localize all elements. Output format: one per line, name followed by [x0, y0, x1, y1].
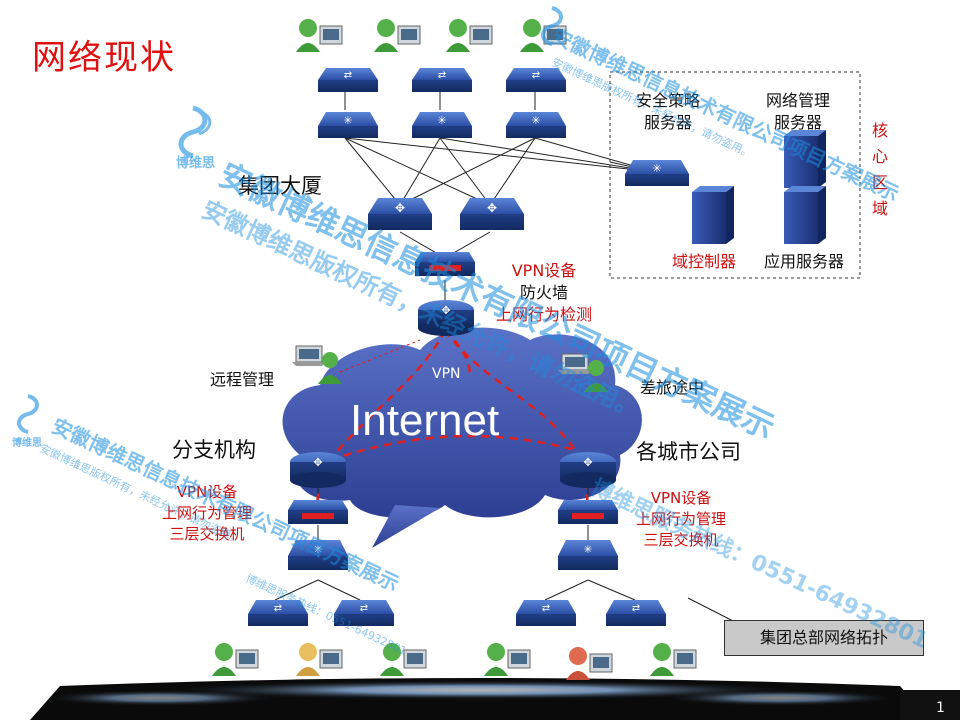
page-number: 1	[936, 700, 945, 716]
city-access-switch: ⇄	[516, 600, 576, 626]
link-lines	[274, 90, 736, 623]
city-layer3-switch: ✳	[558, 540, 618, 570]
branch-user-workstation	[212, 643, 259, 676]
aggregation-router: ✥	[460, 198, 524, 230]
remote-label: 远程管理	[210, 370, 275, 389]
svg-text:✳: ✳	[437, 114, 446, 127]
watermark-logo-text: 博维思	[12, 438, 42, 449]
travel-label: 差旅途中	[640, 378, 705, 397]
city-user-workstation	[566, 647, 613, 680]
vpn-label: VPN	[432, 366, 461, 382]
city-user-workstation	[650, 643, 697, 676]
footer-banner	[30, 678, 960, 720]
branch-label: 分支机构	[172, 438, 256, 462]
branch-access-switch: ⇄	[248, 600, 308, 626]
hq-firewall	[415, 252, 475, 276]
svg-text:✳: ✳	[343, 114, 352, 127]
security-policy-server	[692, 186, 734, 244]
layer3-switch: ✳	[318, 112, 378, 138]
internet-cloud	[282, 327, 642, 548]
branch-firewall	[288, 500, 348, 524]
hq-label: 集团大厦	[238, 174, 322, 198]
layer3-switch: ✳	[412, 112, 472, 138]
watermark-logo-icon	[541, 6, 563, 46]
city-access-switch: ⇄	[606, 600, 666, 626]
branch-user-workstation	[380, 643, 427, 676]
city-firewall	[558, 500, 618, 524]
svg-text:✳: ✳	[531, 114, 540, 127]
page-title: 网络现状	[32, 38, 176, 78]
svg-text:⇄: ⇄	[438, 70, 446, 81]
internet-label: Internet	[350, 396, 500, 445]
city-devices-label: VPN设备 上网行为管理 三层交换机	[636, 489, 727, 549]
access-switch: ⇄	[506, 68, 566, 92]
core-area-label: 核 心 区 域	[871, 121, 888, 218]
city-user-workstation	[484, 643, 531, 676]
aggregation-router: ✥	[368, 198, 432, 230]
svg-text:✥: ✥	[441, 304, 450, 317]
svg-text:✳: ✳	[652, 162, 661, 175]
remote-user-laptop	[292, 345, 342, 384]
svg-text:✥: ✥	[487, 201, 497, 215]
access-switch: ⇄	[412, 68, 472, 92]
branch-devices-label: VPN设备 上网行为管理 三层交换机	[162, 483, 253, 543]
svg-text:⇄: ⇄	[532, 70, 540, 81]
svg-text:⇄: ⇄	[542, 603, 550, 614]
svg-text:⇄: ⇄	[274, 603, 282, 614]
topology-callout: 集团总部网络拓扑	[724, 620, 924, 656]
branch-router: ✥	[290, 452, 346, 488]
svg-text:✥: ✥	[313, 456, 322, 469]
layer3-switch: ✳	[506, 112, 566, 138]
watermark-logo-icon	[17, 394, 39, 434]
netmgmt-server-label: 网络管理 服务器	[766, 91, 831, 132]
core-switch: ✳	[625, 160, 689, 186]
traveling-user-laptop	[558, 353, 608, 392]
network-management-server	[784, 130, 826, 188]
svg-text:✥: ✥	[583, 456, 592, 469]
svg-text:⇄: ⇄	[360, 603, 368, 614]
city-router: ✥	[560, 452, 616, 488]
svg-text:✳: ✳	[583, 543, 592, 556]
city-label: 各城市公司	[636, 440, 741, 464]
domain-controller-label: 域控制器	[672, 252, 737, 271]
svg-text:✳: ✳	[313, 543, 322, 556]
security-server-label: 安全策略 服务器	[636, 91, 701, 132]
user-workstation	[374, 19, 421, 52]
app-server-label: 应用服务器	[764, 252, 845, 271]
hq-edge-router: ✥	[418, 300, 474, 336]
access-switch: ⇄	[318, 68, 378, 92]
watermark-logo-icon	[178, 105, 212, 159]
application-server	[784, 186, 826, 244]
watermark-logo-text: 博维思	[176, 156, 216, 171]
branch-user-workstation	[296, 643, 343, 676]
user-workstation	[520, 19, 567, 52]
svg-text:✥: ✥	[395, 201, 405, 215]
user-workstation	[296, 19, 343, 52]
branch-layer3-switch: ✳	[288, 540, 348, 570]
hq-devices-label: VPN设备 防火墙 上网行为检测	[496, 261, 593, 324]
svg-text:⇄: ⇄	[632, 603, 640, 614]
user-workstation	[446, 19, 493, 52]
svg-text:⇄: ⇄	[344, 70, 352, 81]
branch-access-switch: ⇄	[334, 600, 394, 626]
